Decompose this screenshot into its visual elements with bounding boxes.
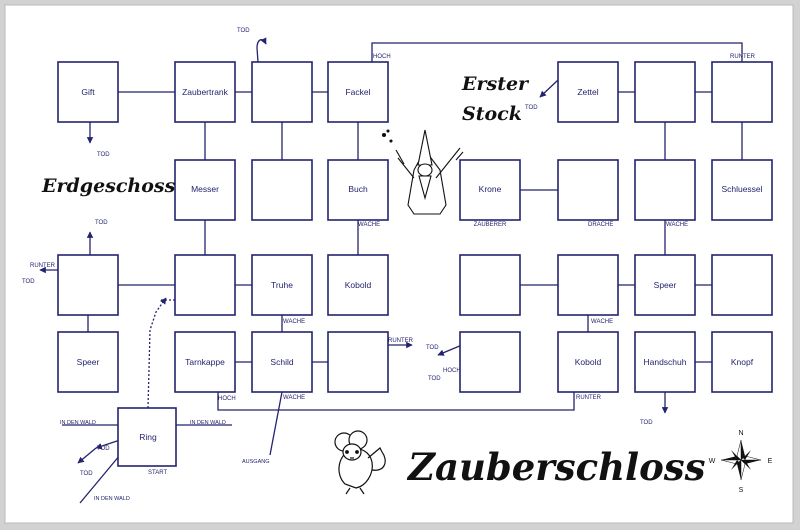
box-left: [57, 254, 119, 316]
box-fackel: [327, 61, 389, 123]
label-wache-kobold: WACHE: [591, 319, 613, 325]
room-schluessel: Schluessel: [721, 184, 762, 194]
room-gift: Gift: [81, 87, 95, 97]
room-buch: Buch: [348, 184, 368, 194]
room-zaubertrank: Zaubertrank: [182, 87, 229, 97]
box-empty-top: [251, 61, 313, 123]
box-handschuh: [634, 331, 696, 393]
box-buch: [327, 159, 389, 221]
box-tarnkappe: [174, 331, 236, 393]
box-gift: [57, 61, 119, 123]
box-hoch-first: [459, 331, 521, 393]
label-tod-zettel: TOD: [525, 105, 538, 111]
label-wald-right: IN DEN WALD: [190, 420, 226, 426]
compass-s: S: [739, 487, 744, 494]
label-tod-mid: TOD: [426, 345, 439, 351]
box-empty-first-mid: [634, 159, 696, 221]
label-tod-top: TOD: [237, 28, 250, 34]
box-speer-ground: [57, 331, 119, 393]
label-tod-ring: TOD: [97, 446, 110, 452]
box-empty-mid: [251, 159, 313, 221]
label-runter-left: RUNTER: [30, 263, 56, 269]
label-runter-mid: RUNTER: [388, 338, 414, 344]
box-zaubertrank: [174, 61, 236, 123]
map-title: Zauberschloss: [406, 445, 706, 489]
label-runter-top: RUNTER: [730, 54, 756, 60]
box-drache: [557, 159, 619, 221]
label-wache-schild: WACHE: [283, 395, 305, 401]
label-tod-mid2: TOD: [428, 376, 441, 382]
room-schild: Schild: [270, 357, 293, 367]
arrow-tod-top: [256, 37, 267, 63]
label-wache-buch: WACHE: [358, 222, 380, 228]
box-knopf: [711, 331, 773, 393]
room-speer-first: Speer: [654, 280, 677, 290]
label-hoch-bottom: HOCH: [218, 396, 236, 402]
room-messer: Messer: [191, 184, 219, 194]
compass-n: N: [738, 430, 743, 437]
box-speer-first: [634, 254, 696, 316]
room-kobold-ground: Kobold: [345, 280, 372, 290]
box-messer: [174, 159, 236, 221]
room-truhe: Truhe: [271, 280, 293, 290]
box-kobold-ground: [327, 254, 389, 316]
room-tarnkappe: Tarnkappe: [185, 357, 225, 367]
label-tod-ring2: TOD: [80, 471, 93, 477]
room-fackel: Fackel: [345, 87, 370, 97]
label-tod-handschuh: TOD: [640, 420, 653, 426]
box-center: [174, 254, 236, 316]
label-wald-left: IN DEN WALD: [60, 420, 96, 426]
label-tod-gift: TOD: [97, 152, 110, 158]
arrow-tod-ring2: [77, 447, 97, 464]
box-schild: [251, 331, 313, 393]
arrow-tod-ring: [95, 439, 121, 450]
room-zettel: Zettel: [577, 87, 598, 97]
arrow-hoch: [437, 344, 463, 356]
label-ausgang: AUSGANG: [242, 459, 270, 465]
compass-w: W: [709, 458, 716, 465]
label-start: START: [148, 470, 167, 476]
compass-e: E: [768, 458, 773, 465]
label-wache-first: WACHE: [666, 222, 688, 228]
label-tod-left: TOD: [22, 279, 35, 285]
room-ring: Ring: [139, 432, 157, 442]
label-hoch-mid: HOCH: [443, 368, 461, 374]
label-wache-truhe: WACHE: [283, 319, 305, 325]
box-first-left: [459, 254, 521, 316]
box-empty-first-top: [634, 61, 696, 123]
room-kobold-first: Kobold: [575, 357, 602, 367]
label-drache: DRACHE: [588, 222, 613, 228]
box-kobold-first: [557, 331, 619, 393]
box-zettel: [557, 61, 619, 123]
floor-first-title-1: Erster: [461, 73, 530, 95]
box-krone: [459, 159, 521, 221]
room-knopf: Knopf: [731, 357, 754, 367]
box-empty-low: [327, 331, 389, 393]
arrow-secret-path: [147, 297, 167, 409]
box-truhe: [251, 254, 313, 316]
label-tod-upleft: TOD: [95, 220, 108, 226]
wizard-icon: [381, 129, 464, 215]
label-wald-bottom: IN DEN WALD: [94, 496, 130, 502]
box-schluessel: [711, 159, 773, 221]
compass-rose-icon: [720, 439, 762, 481]
label-runter-bottom: RUNTER: [576, 395, 602, 401]
box-runter-top: [711, 61, 773, 123]
arrow-tod-zettel: [539, 79, 559, 98]
label-hoch-top: HOCH: [373, 54, 391, 60]
label-zauberer: ZAUBERER: [474, 222, 507, 228]
room-speer-ground: Speer: [77, 357, 100, 367]
box-wache-first: [557, 254, 619, 316]
floor-ground-title: Erdgeschoss: [41, 175, 176, 197]
floor-first-title-2: Stock: [462, 103, 522, 125]
box-first-right: [711, 254, 773, 316]
room-krone: Krone: [479, 184, 502, 194]
box-ring: [117, 407, 177, 467]
room-handschuh: Handschuh: [643, 357, 686, 367]
mouse-icon: [334, 430, 386, 495]
